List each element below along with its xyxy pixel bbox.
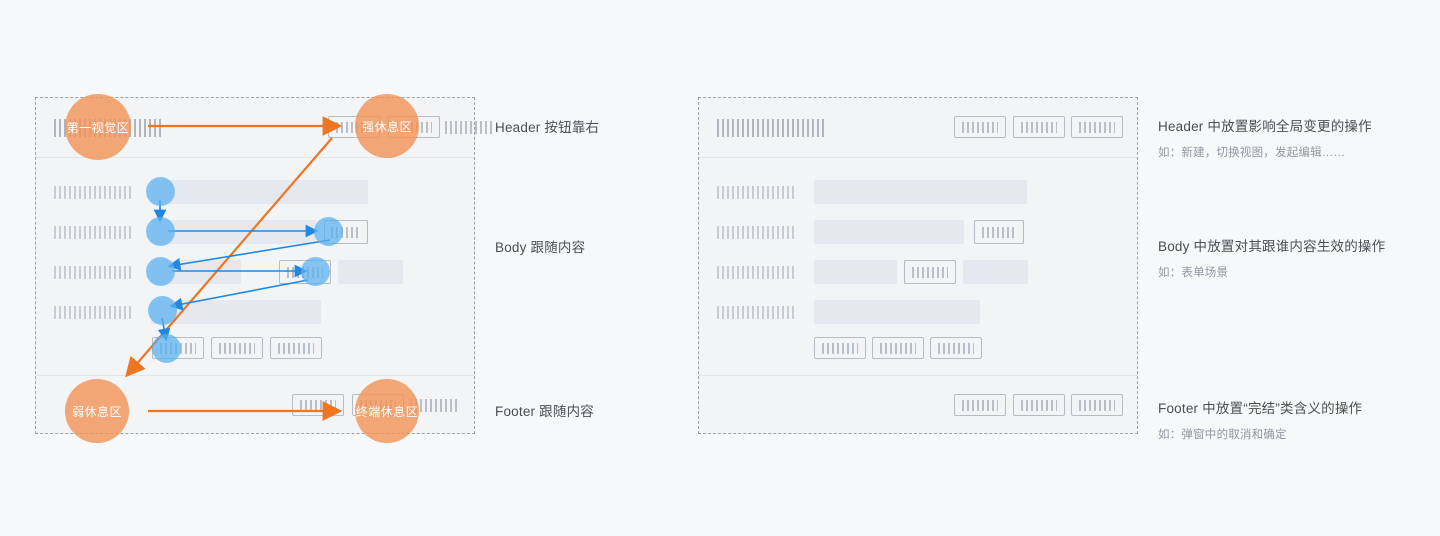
button-label-placeholder [822, 342, 858, 354]
header-button-1[interactable] [954, 116, 1006, 138]
right-note-header: Header 中放置影响全局变更的操作 如：新建，切换视图，发起编辑…… [1158, 117, 1433, 162]
body-action-button-2[interactable] [872, 337, 924, 359]
body-action-button-1[interactable] [814, 337, 866, 359]
form-field-1[interactable] [814, 180, 1027, 204]
button-label-placeholder [1021, 399, 1057, 411]
right-note-body-title: Body 中放置对其跟谁内容生效的操作 [1158, 239, 1386, 254]
button-label-placeholder [336, 121, 372, 133]
body-inline-button-1[interactable] [974, 220, 1024, 244]
attention-circle-first-visual-zone: 第一视觉区 [65, 94, 131, 160]
form-label-3 [717, 266, 795, 279]
form-label-4 [717, 306, 795, 319]
attention-circle-terminal-rest-zone: 终端休息区 [355, 379, 419, 443]
body-action-button-2[interactable] [211, 337, 263, 359]
attention-dot-4 [146, 257, 175, 286]
header-title-placeholder [717, 119, 827, 137]
form-label-2 [717, 226, 795, 239]
attention-dot-3 [314, 217, 343, 246]
right-note-body-example: 如：表单场景 [1158, 267, 1229, 279]
header-button-3[interactable] [1071, 116, 1123, 138]
footer-extra-placeholder [410, 399, 458, 412]
button-label-placeholder [962, 399, 998, 411]
center-note-header: Header 按钮靠右 [495, 118, 685, 138]
button-label-placeholder [962, 121, 998, 133]
center-note-body-text: Body 跟随内容 [495, 240, 586, 255]
attention-dot-6 [148, 296, 177, 325]
form-field-2[interactable] [151, 220, 316, 244]
button-label-placeholder [938, 342, 974, 354]
form-field-1[interactable] [151, 180, 368, 204]
button-label-placeholder [1021, 121, 1057, 133]
form-label-2 [54, 226, 132, 239]
right-header-zone [699, 98, 1137, 158]
center-note-footer: Footer 跟随内容 [495, 402, 685, 422]
form-label-3 [54, 266, 132, 279]
button-label-placeholder [300, 399, 336, 411]
button-label-placeholder [331, 226, 361, 238]
header-extra-placeholder [445, 121, 493, 134]
right-note-footer-example: 如：弹窗中的取消和确定 [1158, 429, 1287, 441]
button-label-placeholder [219, 342, 255, 354]
attention-dot-7 [152, 334, 181, 363]
attention-dot-1 [146, 177, 175, 206]
footer-button-3[interactable] [1071, 394, 1123, 416]
form-label-1 [717, 186, 795, 199]
form-field-4[interactable] [963, 260, 1028, 284]
footer-button-1[interactable] [292, 394, 344, 416]
center-note-footer-text: Footer 跟随内容 [495, 404, 594, 419]
button-label-placeholder [1079, 121, 1115, 133]
body-action-button-3[interactable] [930, 337, 982, 359]
center-note-body: Body 跟随内容 [495, 238, 685, 258]
form-field-5[interactable] [814, 300, 980, 324]
attention-circle-weak-rest-zone: 弱休息区 [65, 379, 129, 443]
right-footer-zone [699, 375, 1137, 433]
button-label-placeholder [982, 226, 1016, 238]
button-label-placeholder [278, 342, 314, 354]
button-label-placeholder [880, 342, 916, 354]
right-note-footer-title: Footer 中放置“完结”类含义的操作 [1158, 401, 1363, 416]
right-note-header-example: 如：新建，切换视图，发起编辑…… [1158, 147, 1346, 159]
button-label-placeholder [1079, 399, 1115, 411]
footer-button-2[interactable] [1013, 394, 1065, 416]
form-field-4[interactable] [338, 260, 403, 284]
form-label-4 [54, 306, 132, 319]
left-body-zone [36, 158, 474, 375]
form-field-2[interactable] [814, 220, 964, 244]
body-action-button-3[interactable] [270, 337, 322, 359]
right-note-body: Body 中放置对其跟谁内容生效的操作 如：表单场景 [1158, 237, 1433, 282]
wireframe-panel-clean [698, 97, 1138, 434]
attention-circle-strong-rest-zone: 强休息区 [355, 94, 419, 158]
attention-dot-2 [146, 217, 175, 246]
attention-dot-5 [301, 257, 330, 286]
right-note-header-title: Header 中放置影响全局变更的操作 [1158, 119, 1372, 134]
footer-button-1[interactable] [954, 394, 1006, 416]
right-body-zone [699, 158, 1137, 375]
form-field-3[interactable] [814, 260, 897, 284]
body-inline-button-2[interactable] [904, 260, 956, 284]
button-label-placeholder [912, 266, 948, 278]
right-note-footer: Footer 中放置“完结”类含义的操作 如：弹窗中的取消和确定 [1158, 399, 1433, 444]
center-note-header-text: Header 按钮靠右 [495, 120, 600, 135]
header-button-2[interactable] [1013, 116, 1065, 138]
form-label-1 [54, 186, 132, 199]
